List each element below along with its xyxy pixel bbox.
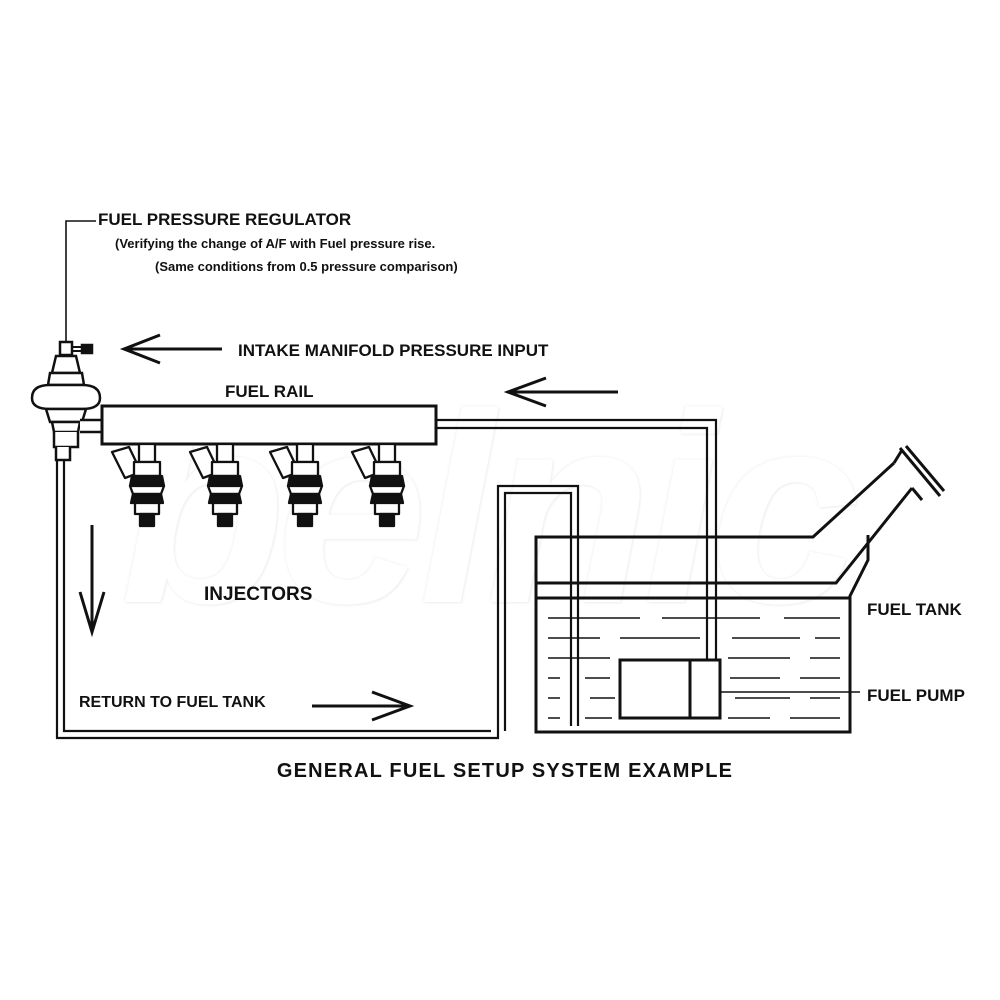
fuel-pump xyxy=(618,658,860,720)
fuel-pump-label: FUEL PUMP xyxy=(867,686,965,705)
feed-line xyxy=(436,418,718,660)
regulator-note-1: (Verifying the change of A/F with Fuel p… xyxy=(115,236,436,251)
injector-4 xyxy=(350,442,406,528)
arrow-return xyxy=(312,690,415,722)
fuel-tank xyxy=(534,445,946,734)
fuel-tank-label: FUEL TANK xyxy=(867,600,962,619)
fuel-pressure-regulator xyxy=(30,340,104,462)
arrow-intake xyxy=(119,333,222,365)
intake-label: INTAKE MANIFOLD PRESSURE INPUT xyxy=(238,341,549,360)
injector-2 xyxy=(188,442,244,528)
regulator-label: FUEL PRESSURE REGULATOR xyxy=(98,210,352,229)
fuel-rail xyxy=(100,404,438,446)
return-line xyxy=(55,460,580,740)
injectors-label: INJECTORS xyxy=(204,584,313,605)
regulator-leader-line xyxy=(65,220,96,345)
diagram-caption: GENERAL FUEL SETUP SYSTEM EXAMPLE xyxy=(276,760,734,782)
injector-3 xyxy=(268,442,324,528)
return-label: RETURN TO FUEL TANK xyxy=(79,694,266,711)
arrow-feed xyxy=(503,376,618,408)
arrow-down xyxy=(78,525,106,638)
regulator-note-2: (Same conditions from 0.5 pressure compa… xyxy=(155,259,458,274)
injectors xyxy=(110,442,406,528)
fuel-rail-label: FUEL RAIL xyxy=(225,382,314,401)
injector-1 xyxy=(110,442,166,528)
